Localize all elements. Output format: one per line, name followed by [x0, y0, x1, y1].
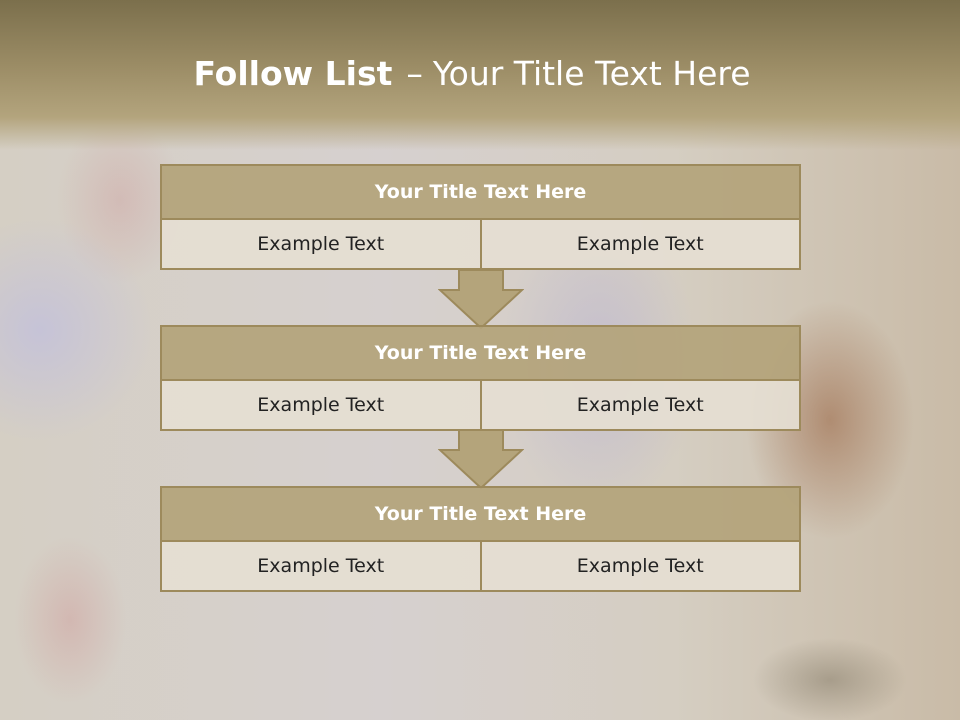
- step-1-right-text: Example Text: [479, 220, 799, 268]
- step-3-title: Your Title Text Here: [160, 486, 801, 542]
- down-arrow-2: [438, 430, 524, 490]
- flow-step-2: Your Title Text Here Example Text Exampl…: [160, 325, 801, 431]
- slide-title: Follow List–Your Title Text Here: [0, 54, 944, 93]
- step-2-row: Example Text Example Text: [160, 381, 801, 431]
- step-2-left-text: Example Text: [162, 381, 480, 429]
- step-1-left-text: Example Text: [162, 220, 480, 268]
- down-arrow-1: [438, 270, 524, 330]
- flow-step-1: Your Title Text Here Example Text Exampl…: [160, 164, 801, 270]
- step-1-row: Example Text Example Text: [160, 220, 801, 270]
- step-2-title: Your Title Text Here: [160, 325, 801, 381]
- step-3-right-text: Example Text: [479, 542, 799, 590]
- flow-step-3: Your Title Text Here Example Text Exampl…: [160, 486, 801, 592]
- step-2-right-text: Example Text: [479, 381, 799, 429]
- title-bold-part: Follow List: [193, 54, 393, 93]
- title-band: [0, 0, 960, 150]
- title-rest-part: Your Title Text Here: [432, 54, 751, 93]
- step-1-title: Your Title Text Here: [160, 164, 801, 220]
- step-3-left-text: Example Text: [162, 542, 480, 590]
- title-separator: –: [406, 54, 423, 93]
- step-3-row: Example Text Example Text: [160, 542, 801, 592]
